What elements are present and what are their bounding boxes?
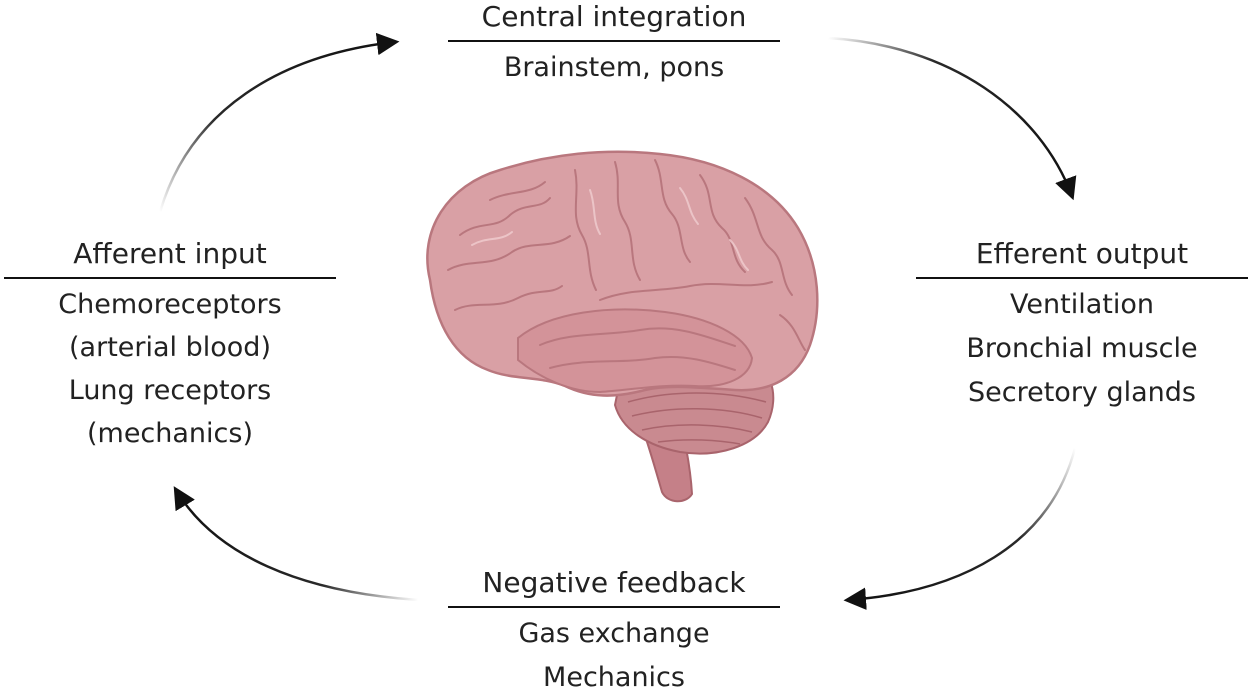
node-line: Bronchial muscle	[966, 333, 1198, 364]
arrow-afferent-to-central	[158, 32, 400, 213]
node-line: Secretory glands	[968, 377, 1196, 408]
node-line: Chemoreceptors	[58, 289, 282, 320]
node-line: Gas exchange	[518, 618, 710, 649]
node-negative-feedback: Negative feedback Gas exchange Mechanics	[448, 566, 780, 700]
temporal-lobe-shape	[517, 308, 754, 394]
node-efferent-output: Efferent output Ventilation Bronchial mu…	[916, 237, 1248, 415]
node-line: Mechanics	[543, 662, 685, 693]
node-central-integration: Central integration Brainstem, pons	[448, 0, 780, 90]
node-line: (arterial blood)	[69, 332, 271, 363]
node-title: Afferent input	[4, 237, 336, 279]
arrow-efferent-to-feedback	[843, 447, 1077, 610]
node-line: (mechanics)	[86, 418, 253, 449]
node-title: Central integration	[448, 0, 780, 42]
node-line: Ventilation	[1010, 289, 1154, 320]
node-line: Lung receptors	[68, 375, 272, 406]
node-title: Efferent output	[916, 237, 1248, 279]
arrow-central-to-efferent	[827, 36, 1077, 201]
arrow-feedback-to-afferent	[173, 486, 419, 602]
brain-icon	[426, 150, 819, 503]
cortex-highlights	[471, 187, 749, 271]
cortex-folds	[447, 159, 806, 371]
node-afferent-input: Afferent input Chemoreceptors (arterial …	[4, 237, 336, 455]
node-line: Brainstem, pons	[503, 52, 725, 83]
node-title: Negative feedback	[448, 566, 780, 608]
